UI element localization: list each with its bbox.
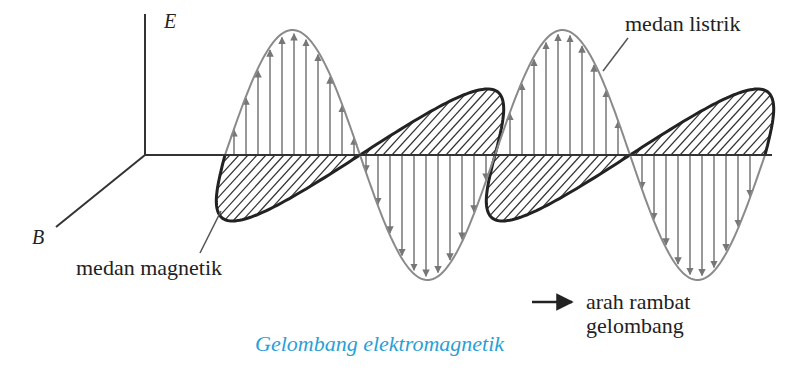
field-vector (737, 155, 739, 226)
field-vector (557, 34, 559, 155)
hatch-line (419, 90, 478, 155)
direction-label: arah rambat gelombang (586, 290, 711, 338)
hatch-line (490, 155, 545, 216)
field-vector (293, 34, 295, 155)
field-vector (485, 155, 487, 180)
field-vector (473, 155, 475, 212)
field-vector (401, 155, 403, 256)
direction-arrow (532, 301, 572, 304)
hatch-line (392, 110, 433, 155)
hatch-line (527, 155, 582, 215)
caption: Gelombang elektromagnetik (255, 332, 504, 356)
field-vector (425, 155, 427, 276)
leader-line (200, 211, 221, 253)
hatch-line (716, 95, 771, 155)
field-vector (281, 37, 283, 155)
field-vector (377, 155, 379, 204)
field-label: medan magnetik (76, 256, 222, 280)
hatch-line (244, 155, 303, 219)
field-vector (305, 40, 307, 155)
field-vector (269, 50, 271, 155)
field-vector (701, 155, 703, 276)
field-vector (509, 114, 511, 156)
field-label: medan listrik (625, 12, 740, 36)
hatch-line (689, 90, 748, 155)
field-vector (521, 84, 523, 155)
hatch-line (671, 101, 720, 155)
field-vector (689, 155, 691, 274)
field-vector (533, 60, 535, 156)
field-vector (257, 71, 259, 155)
hatch-line (401, 101, 450, 155)
propagation-axis (145, 154, 772, 156)
hatch-line (225, 155, 284, 220)
field-vector (749, 155, 751, 197)
field-vector (593, 65, 595, 155)
hatch-line (707, 91, 766, 155)
hatch-line (220, 155, 275, 216)
axis-label: B (32, 226, 44, 248)
b-axis (56, 155, 145, 227)
field-vector (605, 91, 607, 155)
field-vector (677, 155, 679, 264)
field-vector (437, 155, 439, 273)
hatch-line (446, 95, 501, 155)
hatch-line (437, 91, 496, 155)
e-axis (144, 14, 146, 155)
field-vector (725, 155, 727, 251)
field-vector (449, 155, 451, 260)
hatch-line (495, 155, 554, 220)
hatch-line (272, 155, 320, 208)
field-vector (329, 77, 331, 155)
field-vector (413, 155, 415, 270)
hatch-line (410, 94, 465, 155)
field-vector (233, 130, 235, 155)
hatch-line (662, 110, 703, 155)
field-vector (341, 106, 343, 155)
field-vector (617, 122, 619, 155)
leader-line (603, 38, 628, 71)
field-vector (653, 155, 655, 219)
field-vector (461, 155, 463, 239)
field-vector (569, 36, 571, 155)
hatch-line (514, 155, 573, 219)
hatch-line (257, 155, 312, 215)
field-vector (665, 155, 667, 245)
field-vector (317, 55, 319, 156)
field-vector (389, 155, 391, 233)
hatch-line (542, 155, 590, 208)
field-vector (641, 155, 643, 188)
field-vector (713, 155, 715, 267)
field-vector (545, 43, 547, 155)
axis-label: E (164, 10, 176, 32)
field-vector (245, 98, 247, 155)
field-vector (581, 46, 583, 155)
hatch-line (680, 94, 735, 155)
